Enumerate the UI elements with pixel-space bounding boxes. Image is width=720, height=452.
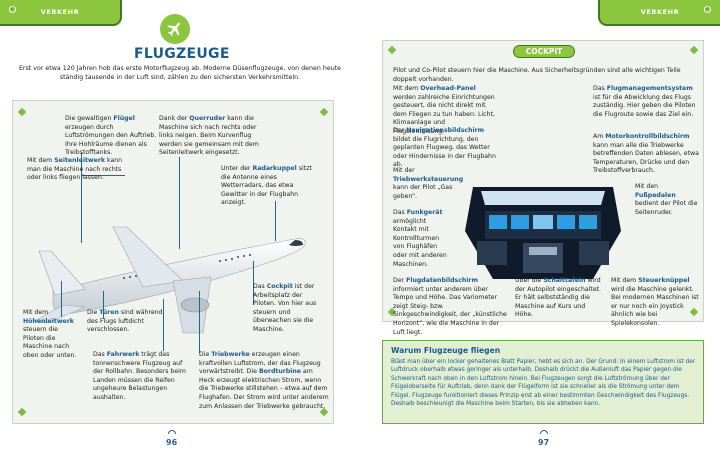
section-label: VERKEHR [40,8,80,16]
annotation-fusspedale: Mit den Fußpedalen bedient der Pilot die… [635,183,698,216]
annotation-radarkuppel: Unter der Radarkuppel sitzt die Antenne … [221,165,312,207]
section-label: VERKEHR [640,8,680,16]
annotation-triebwerksteuerung: Mit der Triebwerksteuerung kann der Pilo… [393,167,464,200]
airplane-illustration [34,226,306,334]
leader-line [199,291,200,353]
page-number: 97 [538,438,550,447]
corner-hexagon-icon [17,407,27,417]
intro-text: Erst vor etwa 120 Jahren hob das erste M… [18,65,342,81]
section-ribbon: VERKEHR [0,0,122,26]
annotation-overhead-panel: Mit dem Overhead-Panel werden zahlreiche… [393,85,495,135]
corner-hexagon-icon [387,45,397,55]
page-corner-icon [540,430,548,434]
annotation-seitenleitwerk: Mit dem Seitenleitwerk kann man die Masc… [27,157,123,182]
annotation-fahrwerk: Das Fahrwerk trägt das tonnenschwere Flu… [93,351,186,401]
annotation-navigationsbildschirm: Der Navigationsbildschirm bildet die Flu… [393,127,496,169]
annotation-flugmanagement: Das Flugmanagementsystem ist für die Abw… [593,85,696,118]
info-box: Warum Flugzeuge fliegen Bläst man über e… [382,340,704,424]
cockpit-illustration [465,187,621,279]
leader-line [275,201,276,241]
annotation-motorkontrollbildschirm: Am Motorkontrollbildschirm kann man alle… [593,133,699,175]
annotation-fluegel: Die gewaltigen Flügel erzeugen durch Luf… [65,115,157,157]
left-page: VERKEHR ✓ FLUGZEUGE Erst vor etwa 120 Ja… [0,0,342,447]
annotation-steuerknueppel: Mit dem Steuerknüppel wird die Maschine … [611,277,699,327]
leader-line [179,157,180,249]
annotation-tueren: Die Türen sind während des Flugs luftdic… [87,309,163,334]
page-title: FLUGZEUGE [134,46,230,62]
annotation-funkgeraet: Das Funkgerät ermöglicht Kontakt mit Kon… [393,209,447,268]
annotation-querruder: Dank der Querruder kann die Maschine sic… [159,115,259,157]
annotation-flugdatenbildschirm: Der Flugdatenbildschirm informiert unter… [393,277,507,336]
leader-line [253,261,254,305]
leader-line [163,299,164,351]
right-page: VERKEHR ✓ COCKPIT Pilot und Co-Pilot ste… [360,0,720,452]
annotation-schalttafeln: Über die Schalttafeln wird der Autopilot… [515,277,602,319]
leader-line [103,291,104,319]
page-number: 96 [166,438,178,447]
leader-line [81,175,125,176]
page-corner-icon [168,430,176,434]
cockpit-title-pill: COCKPIT [513,45,575,58]
info-box-title: Warum Flugzeuge fliegen [391,346,501,355]
corner-hexagon-icon [319,107,329,117]
airplane-diagram-card: Die gewaltigen Flügel erzeugen durch Luf… [12,100,334,424]
annotation-cockpit: Das Cockpit ist der Arbeitsplatz der Pil… [253,283,317,333]
cockpit-title: COCKPIT [525,47,563,56]
check-icon: ✓ [704,6,711,13]
info-box-text: Bläst man über ein locker gehaltenes Bla… [391,359,696,408]
airplane-badge-icon [160,14,190,44]
cockpit-card: COCKPIT Pilot und Co-Pilot steuern hier … [382,40,704,336]
annotation-hoehenleitwerk: Mit dem Höhenleitwerk steuern die Pilote… [23,309,77,359]
cockpit-intro: Pilot und Co-Pilot steuern hier die Masc… [393,67,681,83]
check-icon: ✓ [9,6,16,13]
section-ribbon: VERKEHR [598,0,720,26]
corner-hexagon-icon [17,107,27,117]
corner-hexagon-icon [689,45,699,55]
leader-line [81,153,82,243]
leader-line [61,281,62,317]
annotation-triebwerke: Die Triebwerke erzeugen einen kraftvolle… [199,351,329,410]
